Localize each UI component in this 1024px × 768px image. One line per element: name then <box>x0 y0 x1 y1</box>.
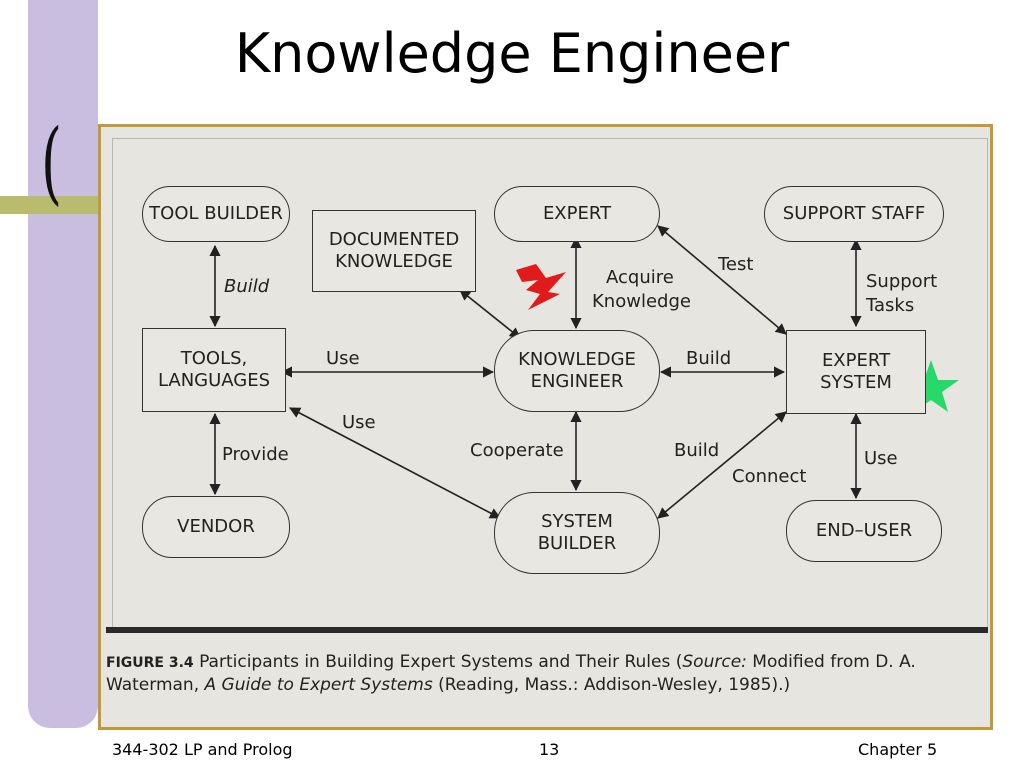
caption-divider <box>106 627 988 633</box>
edge-tools-systembuilder <box>289 407 501 519</box>
label-acquire-knowledge: Acquire Knowledge <box>592 267 691 312</box>
lightning-icon <box>516 264 566 310</box>
label-provide: Provide <box>222 444 289 465</box>
footer-chapter: Chapter 5 <box>858 740 938 759</box>
decorative-sidebar <box>28 0 98 728</box>
node-end-user: END–USER <box>786 500 942 562</box>
label-use-end-user: Use <box>864 448 898 469</box>
figure-number: FIGURE 3.4 <box>106 655 194 671</box>
node-tools-languages: TOOLS, LANGUAGES <box>142 328 286 412</box>
label-use-tools: Use <box>326 348 360 369</box>
label-build-tools: Build <box>224 276 270 297</box>
label-support-tasks: Support Tasks <box>866 271 938 316</box>
node-vendor: VENDOR <box>142 496 290 558</box>
edge-systembuilder-expertsystem <box>657 411 787 519</box>
star-icon <box>903 360 959 412</box>
node-system-builder: SYSTEM BUILDER <box>494 492 660 574</box>
node-support-staff: SUPPORT STAFF <box>764 186 944 242</box>
label-build-expert-system: Build <box>686 348 732 369</box>
decorative-olive-bar <box>0 196 102 214</box>
figure-caption: FIGURE 3.4 Participants in Building Expe… <box>106 652 916 695</box>
label-cooperate: Cooperate <box>470 440 564 461</box>
label-use-system-builder: Use <box>342 412 376 433</box>
label-test: Test <box>718 254 754 275</box>
node-expert-system: EXPERT SYSTEM <box>786 330 926 414</box>
node-expert: EXPERT <box>494 186 660 242</box>
label-connect: Connect <box>732 466 807 487</box>
slide-title: Knowledge Engineer <box>234 22 790 85</box>
node-knowledge-engineer: KNOWLEDGE ENGINEER <box>494 330 660 412</box>
footer-page-number: 13 <box>539 740 560 759</box>
footer-course: 344-302 LP and Prolog <box>112 740 293 759</box>
bracket-icon: ( <box>41 110 63 215</box>
label-build-system-builder: Build <box>674 440 720 461</box>
node-tool-builder: TOOL BUILDER <box>142 186 290 242</box>
node-documented-knowledge: DOCUMENTED KNOWLEDGE <box>312 210 476 292</box>
edge-expert-expertsystem <box>657 225 787 335</box>
edge-docknowledge-ke <box>459 289 521 339</box>
